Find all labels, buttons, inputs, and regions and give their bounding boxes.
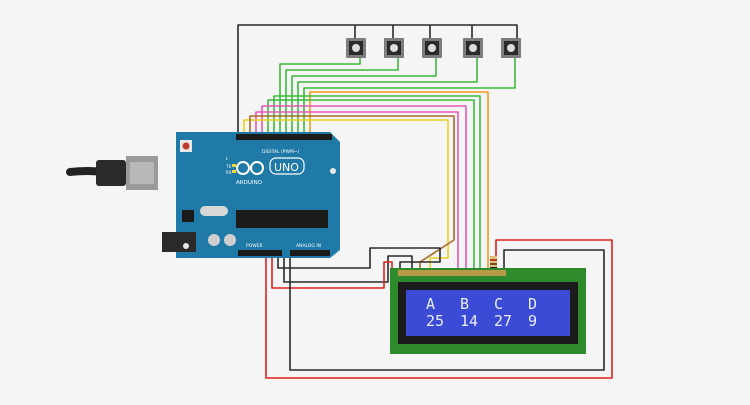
mount-hole-1	[330, 168, 336, 174]
wire-button-common-black	[237, 24, 518, 135]
lcd-module: A B C D 25 14 27 9	[390, 268, 586, 354]
lcd-pin-header	[398, 270, 506, 276]
analog-header	[290, 250, 330, 256]
capacitor-2	[224, 234, 236, 246]
lcd-line1-char-4: D	[528, 295, 537, 313]
push-button-4[interactable]	[463, 38, 483, 58]
usb-chip	[182, 210, 194, 222]
capacitor-1	[208, 234, 220, 246]
push-button-1[interactable]	[346, 38, 366, 58]
crystal-oscillator	[200, 206, 228, 216]
rx-led	[232, 170, 236, 173]
rx-label: RX	[226, 170, 232, 175]
lcd-line1-char-3: C	[494, 295, 503, 313]
board-model-text: UNO	[274, 161, 299, 174]
dc-power-jack	[162, 232, 196, 252]
lcd-line1-char-1: A	[426, 295, 435, 313]
lcd-screen	[406, 290, 570, 336]
power-header	[238, 250, 282, 256]
lcd-line2-value-3: 27	[494, 312, 512, 330]
wires	[237, 24, 613, 379]
power-pins-label: POWER	[246, 243, 263, 249]
push-button-2[interactable]	[384, 38, 404, 58]
usb-cable	[66, 156, 158, 190]
tx-label: TX	[225, 164, 231, 169]
wire-gnd-black	[277, 247, 441, 269]
arduino-board[interactable]: ARDUINO UNO DIGITAL (PWM~) POWER ANALOG …	[162, 132, 340, 258]
lcd-line2-value-2: 14	[460, 312, 478, 330]
digital-header	[236, 134, 332, 140]
board-logo-text: ARDUINO	[236, 180, 263, 186]
wire-button-4-green	[297, 58, 478, 135]
analog-pins-label: ANALOG IN	[296, 243, 321, 249]
microcontroller-chip	[236, 210, 328, 228]
arduino-logo-icon	[236, 161, 264, 175]
wire-lcd-orange	[309, 91, 489, 268]
wire-5v-red	[265, 239, 613, 379]
wire-gnd-black-loop	[289, 249, 605, 371]
wire-gnd-black-2	[283, 252, 413, 283]
l-led-label: L	[226, 156, 229, 161]
lcd-line2-value-1: 25	[426, 312, 444, 330]
tx-led	[232, 164, 236, 167]
digital-pins-label: DIGITAL (PWM~)	[262, 149, 300, 155]
push-button-5[interactable]	[501, 38, 521, 58]
wire-lcd-brown	[249, 115, 455, 268]
mount-hole-2	[183, 243, 189, 249]
push-buttons	[346, 38, 521, 58]
lcd-line2-value-4: 9	[528, 312, 537, 330]
wire-lcd-green-b	[267, 99, 475, 268]
push-button-3[interactable]	[422, 38, 442, 58]
wire-lcd-pink-b	[255, 111, 459, 268]
wire-button-2-green	[285, 58, 399, 135]
wire-5v-red-2	[271, 252, 393, 289]
lcd-line1-char-2: B	[460, 295, 469, 313]
model-badge	[269, 157, 305, 175]
wire-lcd-yellow	[243, 119, 449, 268]
